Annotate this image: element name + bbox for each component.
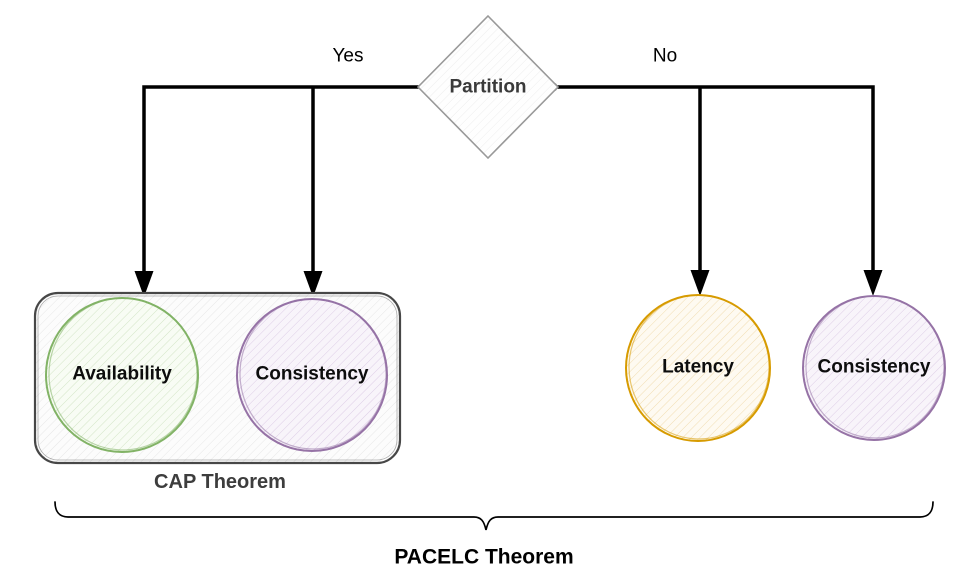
yes-branch-label: Yes: [332, 45, 364, 67]
cap-theorem-box-sketch-stroke: [37, 295, 398, 461]
arrow-down-consistency-elc: [863, 270, 883, 296]
consistency-cap-label: Consistency: [255, 363, 369, 385]
consistency-cap-circle-sketch-stroke: [239, 298, 387, 450]
cap-theorem-caption: CAP Theorem: [154, 471, 286, 493]
pacelc-theorem-caption: PACELC Theorem: [394, 545, 574, 569]
availability-label: Availability: [72, 363, 172, 385]
latency-label: Latency: [662, 356, 734, 378]
availability-circle-sketch-stroke: [48, 297, 198, 451]
yes-branch-connector: [142, 85, 424, 273]
arrow-down-availability: [134, 271, 154, 297]
no-branch-connector: [553, 85, 875, 273]
consistency-elc-label: Consistency: [817, 356, 931, 378]
partition-label: Partition: [449, 76, 527, 98]
arrow-down-consistency-cap: [303, 271, 323, 297]
latency-circle-sketch-stroke: [628, 294, 770, 440]
pacelc-brace: [54, 501, 934, 531]
partition-decision-diamond: [416, 14, 560, 160]
consistency-elc-circle-sketch-stroke: [805, 295, 945, 439]
no-branch-label: No: [652, 45, 678, 67]
arrow-down-latency: [690, 270, 710, 296]
